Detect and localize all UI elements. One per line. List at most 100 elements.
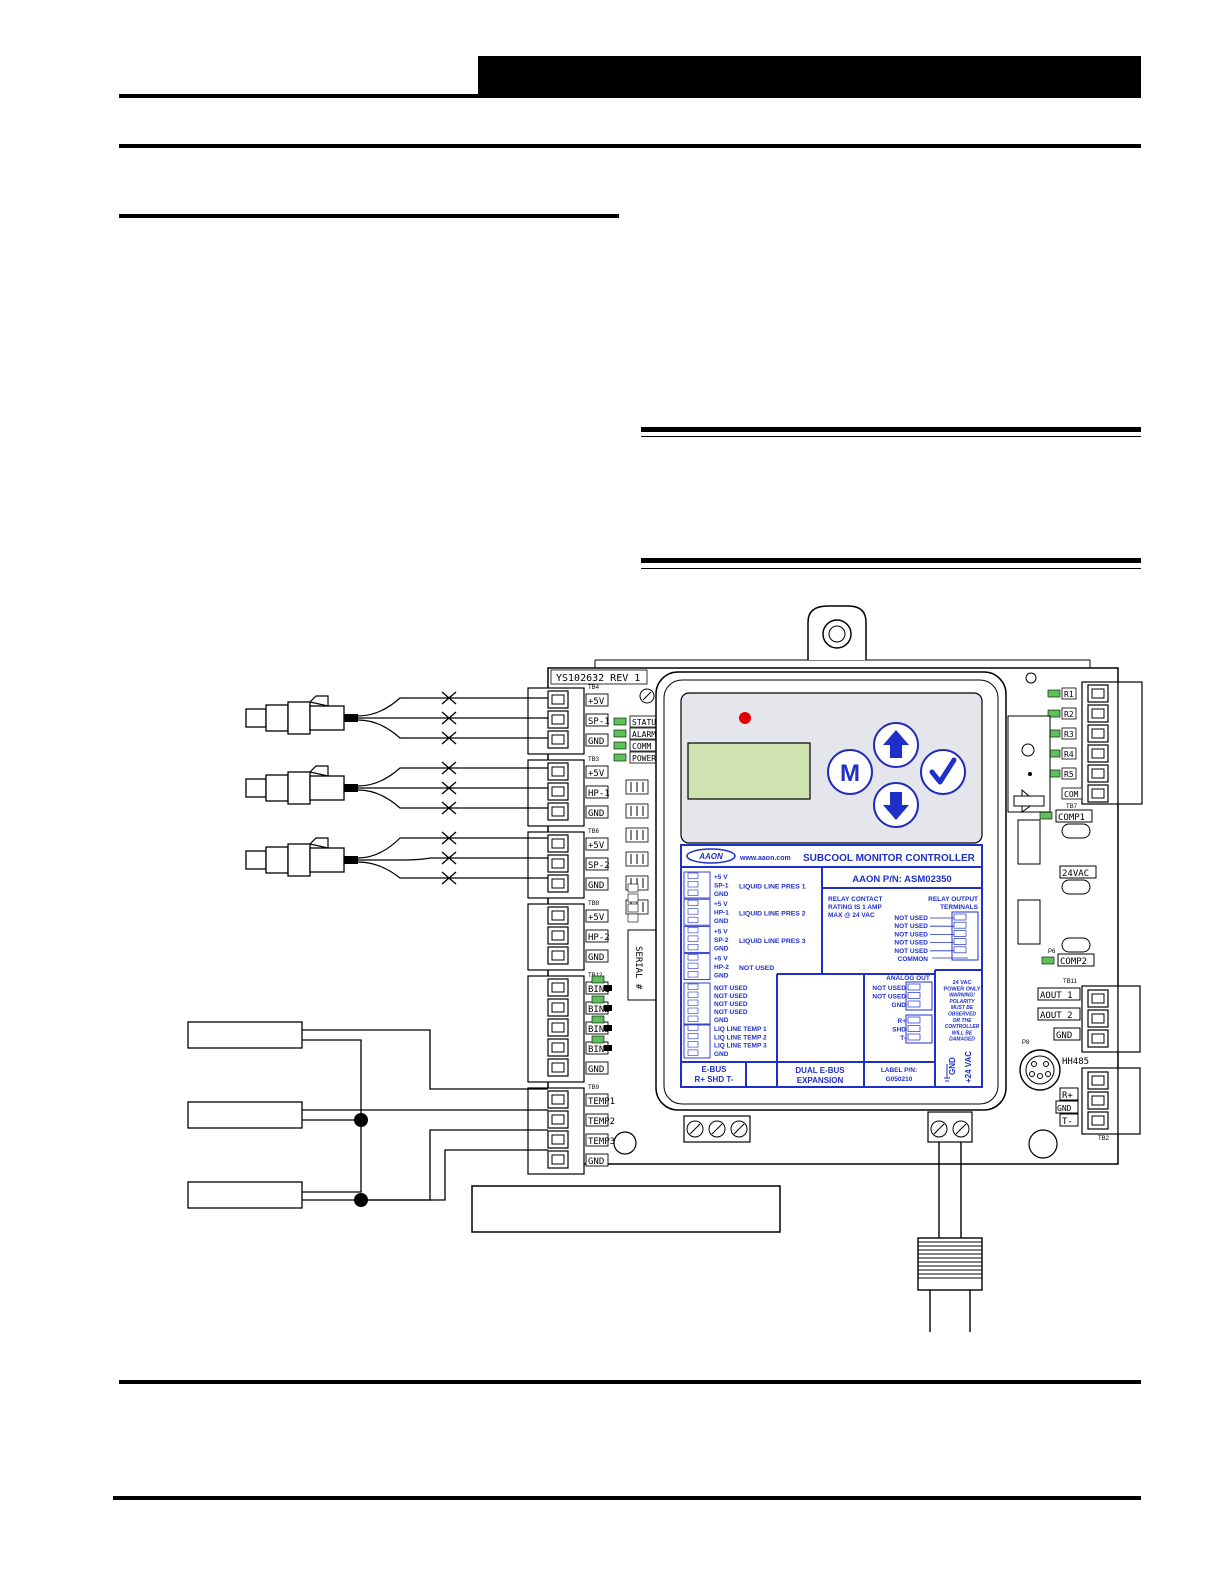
footer-rule: [113, 1496, 1141, 1500]
tminus-label: T-: [1062, 1117, 1073, 1127]
tb2-label: TB2: [1098, 1136, 1110, 1142]
bin-input-label: NOT USED: [714, 1009, 748, 1016]
relay-output-item: NOT USED: [894, 948, 928, 955]
power-cord: [917, 1142, 983, 1332]
terminal-label: SP-2: [588, 861, 610, 871]
terminal-label: +5V: [588, 769, 605, 779]
terminal-screw: [547, 690, 569, 709]
hh485-label: HH485: [1062, 1057, 1089, 1067]
terminal-label: SP-1: [588, 717, 610, 727]
input-pin-label: GND: [714, 891, 729, 898]
input-pin-label: +5 V: [714, 901, 728, 908]
menu-button[interactable]: M: [827, 749, 873, 795]
status-led-label: COMM: [632, 742, 651, 751]
terminal-label: +5V: [588, 697, 605, 707]
relay-output-item: NOT USED: [894, 931, 928, 938]
up-arrow-icon: [883, 730, 909, 758]
terminal-label: +5V: [588, 841, 605, 851]
board-revision: YS102632 REV 1: [556, 673, 640, 684]
pressure-transducers: [245, 691, 548, 885]
temp-input-label: LIQ LINE TEMP 2: [714, 1034, 767, 1041]
terminal-screw: [547, 1130, 569, 1149]
input-pin-label: SP-1: [714, 883, 729, 890]
relay-contact-2: RATING IS 1 AMP: [828, 904, 882, 911]
enter-button[interactable]: [920, 749, 966, 795]
relay-label: R5: [1064, 770, 1074, 779]
tb7-label: TB7: [1066, 804, 1078, 810]
input-pin-label: +5 V: [714, 928, 728, 935]
input-pin-label: GND: [714, 973, 729, 980]
relay-output-item: NOT USED: [894, 940, 928, 947]
power-warning-line: OR THE: [953, 1018, 973, 1024]
power-warning-line: WILL BE: [952, 1030, 973, 1036]
figure-bottom-rule: [119, 1380, 1141, 1384]
status-led-icon: [613, 741, 627, 750]
terminal-screw: [547, 978, 569, 997]
relay-output-title-1: RELAY OUTPUT: [928, 896, 978, 903]
status-led-icon: [613, 753, 627, 762]
tb11-label: TB11: [1063, 979, 1078, 985]
bottom-terminals: [683, 1111, 973, 1143]
dual-ebus-title: DUAL E-BUS: [795, 1066, 845, 1075]
input-pin-label: GND: [714, 918, 729, 925]
status-led-icon: [613, 729, 627, 738]
terminal-screw: [547, 1018, 569, 1037]
power-warning-line: DAMAGED: [949, 1037, 975, 1043]
terminal-label: GND: [588, 809, 604, 819]
input-pin-label: +5 V: [714, 874, 728, 881]
input-pin-label: +5 V: [714, 956, 728, 963]
box-bottom-rule-thin: [641, 568, 1141, 569]
power-warning-line: WARNING!: [949, 993, 975, 999]
rplus-label: R+: [1062, 1091, 1073, 1101]
terminal-screw: [547, 1150, 569, 1169]
terminal-screw: [547, 730, 569, 749]
terminal-label: GND: [588, 1065, 604, 1075]
pressure-transducer: [245, 765, 359, 805]
terminal-label: HP-1: [588, 789, 610, 799]
relay-label: COM: [1064, 790, 1079, 799]
relay-label: R3: [1064, 730, 1074, 739]
terminal-label: TEMP1: [588, 1097, 615, 1107]
box-top-rule-thin: [641, 436, 1141, 437]
power-warning-line: POWER ONLY: [943, 986, 980, 992]
terminal-label: TEMP3: [588, 1137, 615, 1147]
label-pn-title: LABEL P/N:: [881, 1067, 917, 1074]
relay-output-item: NOT USED: [894, 915, 928, 922]
terminal-label: BIN1: [588, 985, 610, 995]
up-button[interactable]: [873, 722, 919, 768]
terminal-screw: [547, 1090, 569, 1109]
input-description: LIQUID LINE PRES 2: [739, 911, 806, 918]
terminal-screw: [547, 946, 569, 965]
terminal-block-id: TB3: [588, 757, 600, 763]
left-terminal-strip: TB4+5VSP-1GNDTB3+5VHP-1GNDTB6+5VSP-2GNDT…: [527, 685, 615, 1175]
terminal-screw: [547, 854, 569, 873]
terminal-label: +5V: [588, 913, 605, 923]
bin-input-label: NOT USED: [714, 993, 748, 1000]
power-vac-label: +24 VAC: [964, 1051, 973, 1083]
box-top-rule-thick: [641, 427, 1141, 432]
down-button[interactable]: [873, 782, 919, 828]
ebus-pin-item: T-: [900, 1035, 906, 1042]
aout1-label: AOUT 1: [1040, 991, 1073, 1001]
bin-input-label: GND: [714, 1017, 729, 1024]
terminal-screw: [547, 1058, 569, 1077]
pressure-transducer: [245, 837, 359, 877]
input-pin-label: GND: [714, 945, 729, 952]
terminal-screw: [547, 906, 569, 925]
down-arrow-icon: [883, 792, 909, 820]
comp2-label: COMP2: [1060, 957, 1087, 967]
power-warning-line: CONTROLLER: [945, 1024, 980, 1030]
brand-logo: AAON: [698, 852, 723, 861]
dual-ebus-sub: EXPANSION: [797, 1076, 844, 1085]
hh-gnd-label: GND: [1057, 1104, 1072, 1113]
terminal-block-id: TB4: [588, 685, 600, 691]
terminal-label: BIN4: [588, 1045, 610, 1055]
analog-out-item: NOT USED: [872, 994, 906, 1001]
terminal-label: GND: [588, 1157, 604, 1167]
relay-label: R4: [1064, 750, 1074, 759]
temp-sensor-2: [187, 1101, 303, 1129]
